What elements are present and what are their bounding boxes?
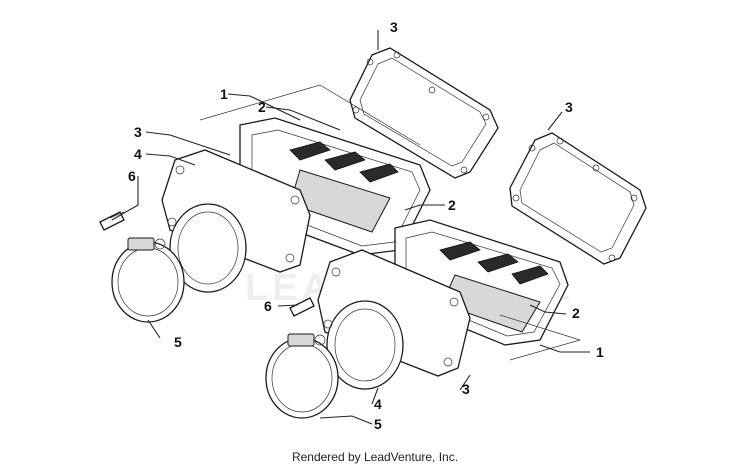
callout-6-lower: 6 xyxy=(264,298,272,314)
callout-3-left: 3 xyxy=(134,124,142,140)
callout-5-lower: 5 xyxy=(374,416,382,432)
callout-3-bottom: 3 xyxy=(462,381,470,397)
clamp-lower xyxy=(265,333,339,419)
callout-1-upper: 1 xyxy=(220,86,228,102)
callouts: 1 1 2 2 2 3 3 3 3 4 4 5 5 6 6 xyxy=(128,19,604,432)
gasket-upper xyxy=(349,47,499,179)
callout-4-upper: 4 xyxy=(134,146,142,162)
bolt-lower xyxy=(289,297,315,317)
callout-5-upper: 5 xyxy=(174,334,182,350)
callout-1-lower: 1 xyxy=(596,344,604,360)
leader-lines xyxy=(111,30,590,425)
callout-6-upper: 6 xyxy=(128,168,136,184)
callout-3-top: 3 xyxy=(390,19,398,35)
footer-credit: Rendered by LeadVenture, Inc. xyxy=(291,450,459,464)
callout-3-right: 3 xyxy=(565,99,573,115)
intake-boot-lower xyxy=(317,249,471,390)
callout-2-middle: 2 xyxy=(448,197,456,213)
callout-4-lower: 4 xyxy=(374,396,382,412)
gasket-right xyxy=(509,132,647,265)
clamp-upper xyxy=(111,237,185,323)
callout-2-lower: 2 xyxy=(572,305,580,321)
intake-boot-upper xyxy=(161,149,311,293)
callout-2-upper: 2 xyxy=(258,99,266,115)
